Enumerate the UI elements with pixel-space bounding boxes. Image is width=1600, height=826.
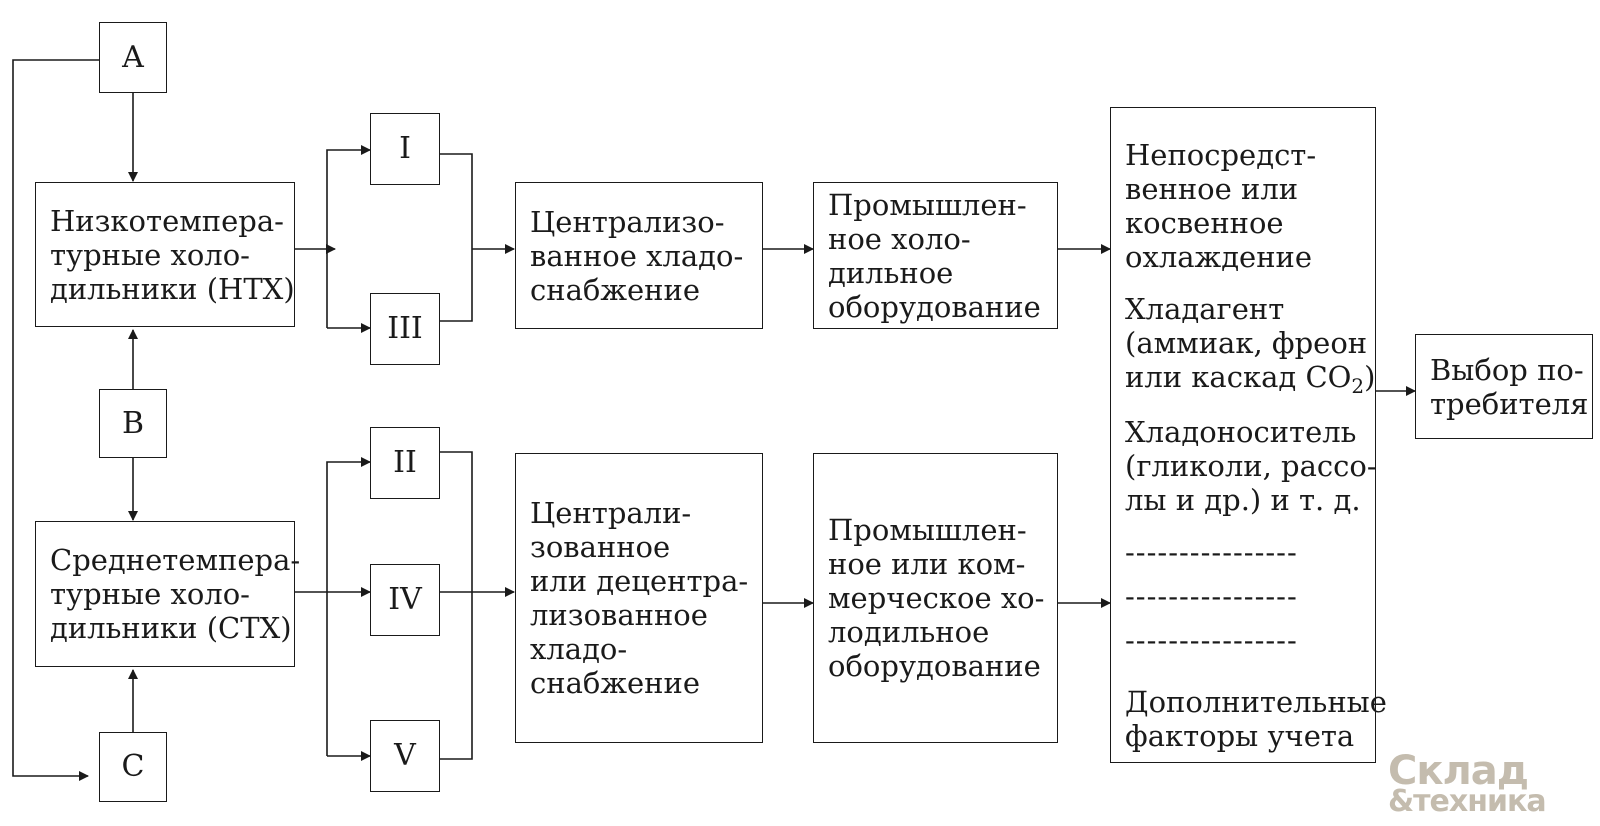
ntx-line: Низкотемпера- (50, 203, 284, 238)
choice-line: Выбор по- (1430, 352, 1584, 387)
arrow-to-ii (326, 457, 371, 756)
node-v: V (370, 720, 440, 792)
factors-refrigerant-last-line: или каскад CO2) (1125, 360, 1376, 398)
arrow-to-i (326, 145, 371, 328)
node-ntx: Низкотемпера- турные холо- дильники (НТХ… (35, 182, 295, 327)
ic-line: лодильное (828, 615, 990, 649)
co2-text: или каскад CO (1125, 360, 1352, 394)
stx-line: турные холо- (50, 577, 250, 611)
node-b-label: B (121, 405, 145, 441)
node-industrial-commercial-equipment: Промышлен- ное или ком- мерческое хо- ло… (813, 453, 1058, 743)
node-ii-label: II (393, 445, 417, 480)
central-line: ванное хладо- (530, 238, 744, 273)
central-line: Централизо- (530, 204, 725, 239)
ic-line: оборудование (828, 649, 1041, 683)
spacer (1125, 667, 1375, 685)
factors-coolant-line: (гликоли, рассо- (1125, 449, 1377, 483)
cd-line: снабжение (530, 666, 700, 700)
industrial-line: оборудование (828, 289, 1041, 324)
central-line: снабжение (530, 272, 700, 307)
node-iv-label: IV (388, 582, 422, 617)
node-i-label: I (399, 131, 411, 166)
factors-additional-line: факторы учета (1125, 719, 1355, 753)
factors-refrigerant-line: Хладагент (1125, 292, 1285, 326)
factors-dash-line: ---------------- (1125, 535, 1298, 569)
node-c-label: C (121, 749, 145, 784)
industrial-line: Промышлен- (828, 187, 1027, 222)
ic-line: мерческое хо- (828, 581, 1045, 615)
co2-subscript: 2 (1351, 374, 1365, 398)
node-centralized-supply: Централизо- ванное хладо- снабжение (515, 182, 763, 329)
node-consumer-choice: Выбор по- требителя (1415, 334, 1593, 439)
node-iii-label: III (387, 311, 423, 346)
logo-watermark: Склад &техника (1388, 748, 1598, 819)
co2-close: ) (1364, 360, 1376, 394)
factors-cooling-line: охлаждение (1125, 240, 1313, 274)
factors-dash-line: ---------------- (1125, 623, 1298, 657)
node-iii: III (370, 293, 440, 365)
cd-line: или децентра- (530, 564, 749, 598)
node-industrial-equipment: Промышлен- ное холо- дильное оборудовани… (813, 182, 1058, 329)
node-c: C (99, 732, 167, 802)
logo-line2: &техника (1388, 784, 1547, 819)
node-a: A (99, 22, 167, 93)
factors-cooling-line: Непосредст- (1125, 138, 1317, 172)
ntx-line: дильники (НТХ) (50, 271, 295, 306)
cd-line: хладо- (530, 632, 628, 666)
factors-coolant-line: лы и др.) и т. д. (1125, 483, 1361, 517)
cd-line: Централи- (530, 496, 692, 530)
factors-coolant-line: Хладоноситель (1125, 415, 1357, 449)
node-a-label: A (122, 39, 144, 75)
ic-line: ное или ком- (828, 547, 1026, 581)
loop-a-c (12, 59, 99, 781)
factors-additional-line: Дополнительные (1125, 685, 1387, 719)
stx-line: Среднетемпера- (50, 543, 301, 577)
node-iv: IV (370, 564, 440, 636)
spacer (1125, 274, 1375, 292)
logo-line1: Склад (1388, 748, 1529, 794)
spacer (1125, 397, 1375, 415)
factors-cooling-line: венное или (1125, 172, 1299, 206)
factors-cooling-line: косвенное (1125, 206, 1284, 240)
spacer (1125, 517, 1375, 535)
cd-line: лизованное (530, 598, 708, 632)
ntx-line: турные холо- (50, 237, 250, 272)
node-ii: II (370, 427, 440, 499)
node-b: B (99, 389, 167, 458)
choice-line: требителя (1430, 386, 1589, 421)
factors-dash-line: ---------------- (1125, 579, 1298, 613)
merge-ii-v (440, 451, 473, 760)
node-factors: Непосредст- венное или косвенное охлажде… (1110, 107, 1387, 763)
ic-line: Промышлен- (828, 513, 1027, 547)
node-centralized-or-decentralized-supply: Централи- зованное или децентра- лизован… (515, 453, 763, 743)
cd-line: зованное (530, 530, 671, 564)
factors-refrigerant-line: (аммиак, фреон (1125, 326, 1368, 360)
merge-i-iii (440, 153, 473, 322)
stx-line: дильники (СТХ) (50, 611, 292, 645)
industrial-line: ное холо- (828, 221, 971, 256)
node-i: I (370, 113, 440, 185)
node-stx: Среднетемпера- турные холо- дильники (СТ… (35, 521, 301, 667)
industrial-line: дильное (828, 255, 954, 290)
node-v-label: V (394, 738, 416, 773)
